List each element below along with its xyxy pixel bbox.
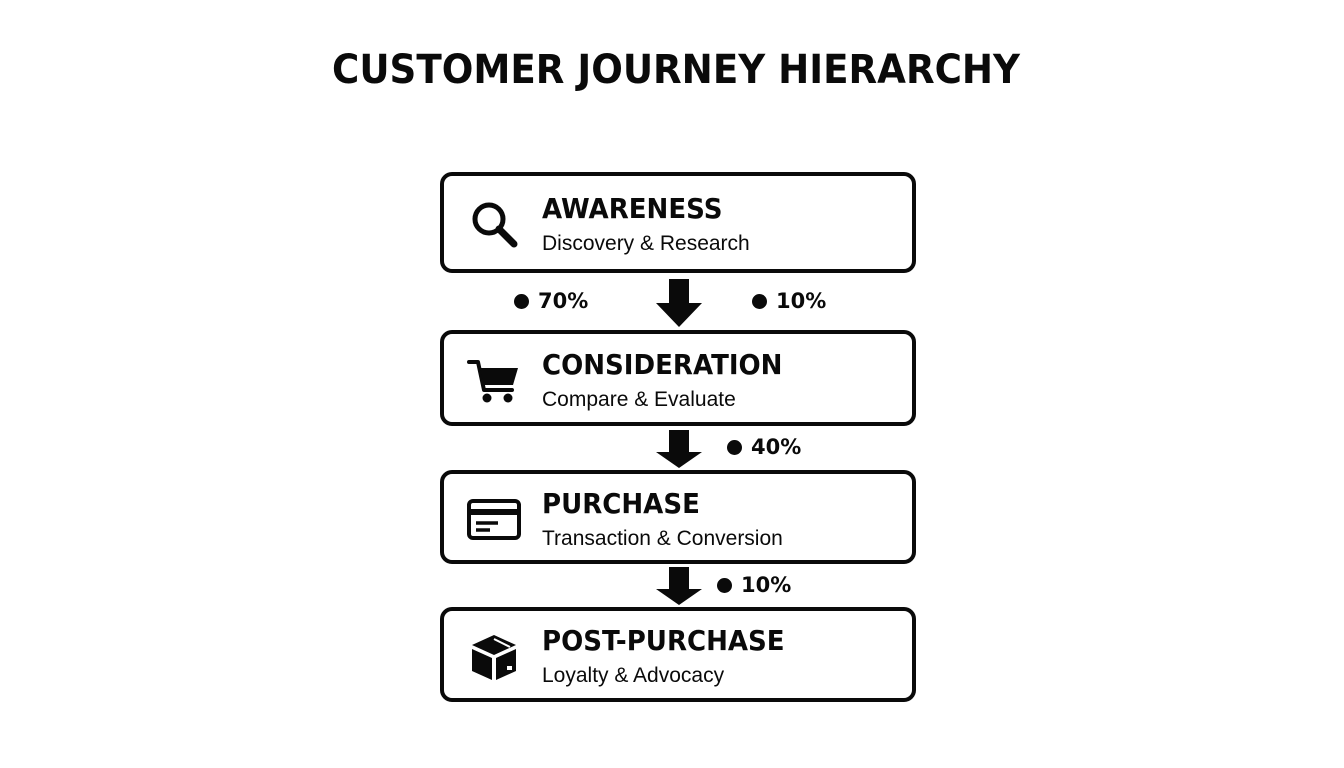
stage-name: AWARENESS (542, 192, 723, 225)
bullet-dot (717, 577, 732, 593)
stage-name: PURCHASE (542, 487, 700, 520)
metric-consideration: 40% (727, 434, 801, 460)
stage-description: Discovery & Research (542, 232, 750, 255)
metric-value: 40% (751, 435, 802, 459)
stage-name: POST-PURCHASE (542, 624, 785, 657)
package-box-icon (466, 629, 522, 685)
stage-awareness: AWARENESS Discovery & Research (440, 172, 916, 273)
diagram-title: CUSTOMER JOURNEY HIERARCHY (332, 47, 1020, 93)
bullet-dot (514, 293, 529, 309)
stage-description: Compare & Evaluate (542, 388, 736, 411)
metric-value: 10% (741, 573, 792, 597)
metric-value: 70% (538, 289, 589, 313)
stage-description: Loyalty & Advocacy (542, 664, 725, 687)
stage-consideration: CONSIDERATION Compare & Evaluate (440, 330, 916, 426)
stage-post-purchase: POST-PURCHASE Loyalty & Advocacy (440, 607, 916, 702)
metric-value: 10% (776, 289, 827, 313)
bullet-dot (752, 293, 767, 309)
stage-name: CONSIDERATION (542, 348, 783, 381)
metric-awareness-right: 10% (752, 288, 826, 314)
down-arrow-icon (656, 279, 702, 327)
metric-awareness-left: 70% (514, 288, 588, 314)
shopping-cart-icon (466, 352, 522, 408)
down-arrow-icon (656, 567, 702, 605)
credit-card-icon (466, 492, 522, 548)
bullet-dot (727, 439, 742, 455)
down-arrow-icon (656, 430, 702, 468)
search-icon (466, 196, 522, 252)
stage-description: Transaction & Conversion (542, 527, 783, 550)
stage-purchase: PURCHASE Transaction & Conversion (440, 470, 916, 564)
metric-purchase: 10% (717, 572, 791, 598)
